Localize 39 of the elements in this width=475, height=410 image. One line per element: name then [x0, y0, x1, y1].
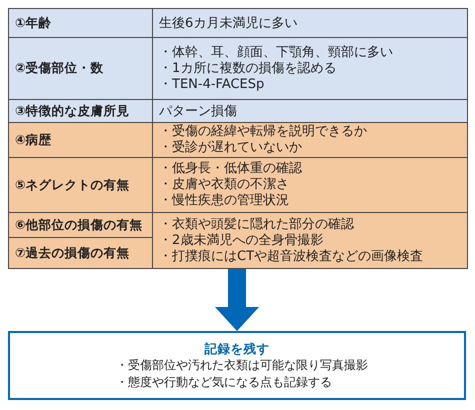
- table-cell: [153, 213, 467, 268]
- row-heading: ⑦過去の損傷の有無: [15, 244, 131, 262]
- row-heading: ⑥他部位の損傷の有無: [15, 216, 144, 234]
- bullet-item: ・打撲痕にはCTや超音波検査などの画像検査: [159, 248, 424, 264]
- bullet-item: ・2歳未満児への全身骨撮影: [159, 232, 324, 248]
- row-heading: ③特徴的な皮膚所見: [15, 102, 131, 120]
- box-title: 記録を残す: [204, 340, 270, 357]
- table-cell: [9, 38, 153, 100]
- table-cell: [153, 123, 467, 158]
- arrow: [215, 269, 259, 331]
- bullet-item: ・TEN-4-FACESp: [159, 76, 266, 92]
- bullet-item: ・受診が遅れていないか: [159, 140, 303, 156]
- table-cell: [9, 158, 153, 213]
- bullet-item: ・受傷部位や汚れた衣類は可能な限り写真撮影: [116, 357, 368, 374]
- row-heading: ①年齢: [15, 14, 53, 32]
- bullet-item: ・皮膚や衣類の不潔さ: [159, 177, 290, 193]
- bullet-item: ・態度や行動など気になる点も記録する: [116, 374, 333, 391]
- table-cell: [9, 100, 153, 123]
- note-box: [8, 331, 466, 400]
- bullet-item: ・体幹、耳、顔面、下顎角、頸部に多い: [159, 44, 394, 60]
- cell-text: パターン損傷: [159, 103, 238, 120]
- row-heading: ④病歴: [15, 132, 53, 148]
- row-heading: ②受傷部位・数: [15, 60, 105, 77]
- cell-text: 生後6カ月未満児に多い: [159, 15, 298, 32]
- bullet-item: ・受傷の経緯や転帰を説明できるか: [159, 124, 368, 140]
- bullet-item: ・衣類や頭髪に隠れた部分の確認: [159, 216, 355, 232]
- table-cell: [153, 158, 467, 213]
- bullet-item: ・低身長・低体重の確認: [159, 161, 303, 177]
- table-cell: [153, 100, 467, 123]
- table-cell: [9, 213, 153, 238]
- table-frame: [8, 8, 468, 269]
- table-cell: [153, 9, 467, 38]
- table-cell: [9, 123, 153, 158]
- table-cell: [9, 9, 153, 38]
- table-cell: [9, 238, 153, 268]
- table-cell: [153, 38, 467, 100]
- bullet-item: ・1カ所に複数の損傷を認める: [159, 60, 338, 76]
- bullet-item: ・慢性疾患の管理状況: [159, 193, 290, 209]
- row-heading: ⑤ネグレクトの有無: [15, 176, 131, 194]
